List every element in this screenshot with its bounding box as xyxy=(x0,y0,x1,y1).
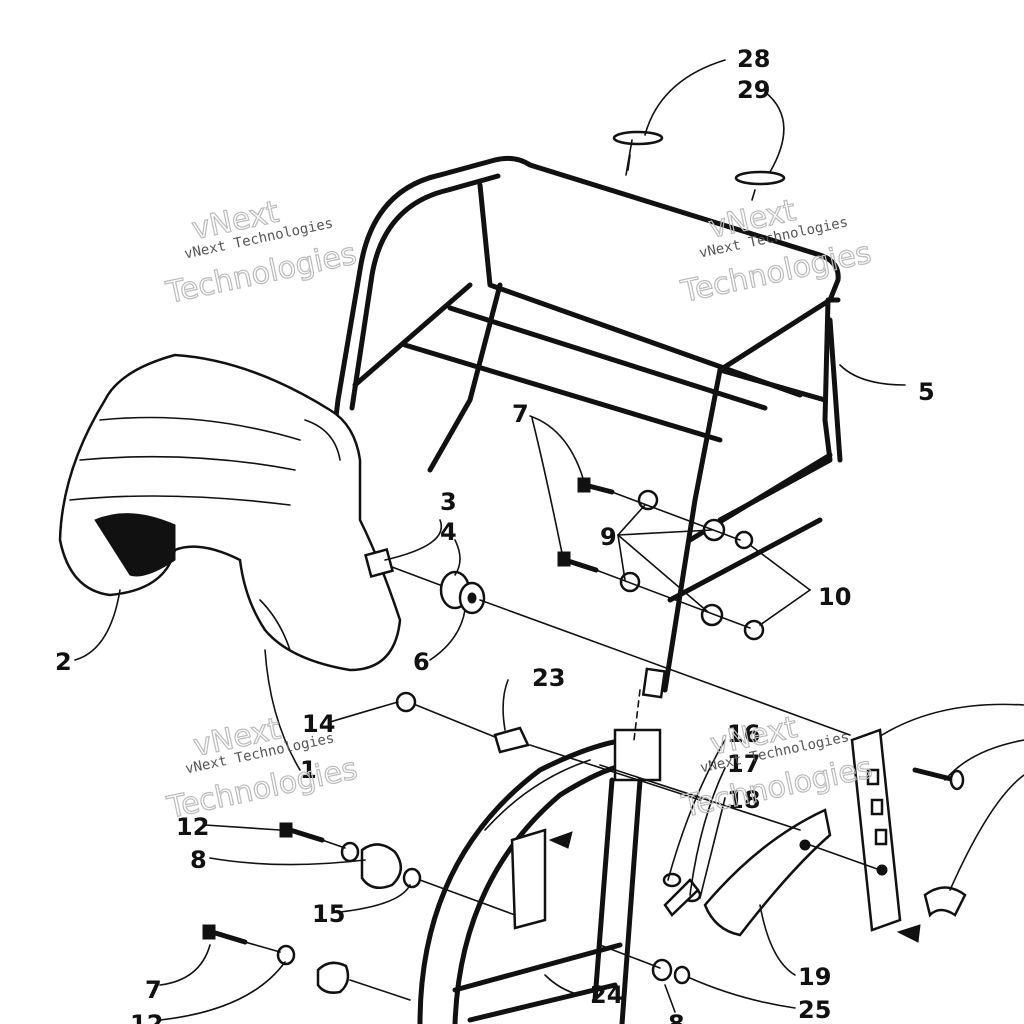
watermark-top-right: vNext vNext Technologies Technologies xyxy=(677,193,875,311)
callout-17: 17 xyxy=(727,750,760,778)
callout-24: 24 xyxy=(590,981,623,1009)
callout-6: 6 xyxy=(413,648,430,676)
callout-18: 18 xyxy=(727,786,760,814)
callout-16: 16 xyxy=(727,720,760,748)
callout-2: 2 xyxy=(55,648,72,676)
assembly-lines xyxy=(244,139,881,1001)
direction-arrows xyxy=(548,831,921,943)
callout-23: 23 xyxy=(532,664,565,692)
leader-lines xyxy=(74,59,1024,1021)
callout-28: 28 xyxy=(737,45,770,73)
callout-29: 29 xyxy=(737,76,770,104)
callout-9: 9 xyxy=(600,523,617,551)
callout-14: 14 xyxy=(302,710,335,738)
backrest-cushion xyxy=(58,353,402,672)
lower-left-hardware xyxy=(202,822,691,994)
rack-hardware xyxy=(557,477,765,641)
callout-8-lower: 8 xyxy=(668,1010,685,1024)
callout-1: 1 xyxy=(300,756,317,784)
lower-frame-hoop xyxy=(417,728,662,1024)
callout-7-top: 7 xyxy=(512,400,529,428)
callout-12-lower: 12 xyxy=(130,1010,163,1024)
callout-7-lower: 7 xyxy=(145,976,162,1004)
callout-25: 25 xyxy=(798,996,831,1024)
callout-3: 3 xyxy=(440,488,457,516)
watermark-top-left: vNext vNext Technologies Technologies xyxy=(162,194,360,312)
callout-labels: 28 29 5 7 9 10 3 4 6 2 1 14 23 12 8 15 7… xyxy=(55,45,935,1024)
callout-15: 15 xyxy=(312,900,345,928)
watermark-mid-right: vNext vNext Technologies Technologies xyxy=(678,709,876,825)
callout-12-upper: 12 xyxy=(176,813,209,841)
callout-4: 4 xyxy=(440,518,457,546)
callout-5: 5 xyxy=(918,378,935,406)
callout-19: 19 xyxy=(798,963,831,991)
spacer-and-grommet xyxy=(363,547,486,615)
callout-8-upper: 8 xyxy=(190,846,207,874)
side-pad xyxy=(662,808,832,937)
rack-cap-28 xyxy=(612,130,786,201)
callout-10: 10 xyxy=(818,583,851,611)
slotted-bracket xyxy=(850,728,967,932)
clip-and-nut xyxy=(395,691,530,754)
